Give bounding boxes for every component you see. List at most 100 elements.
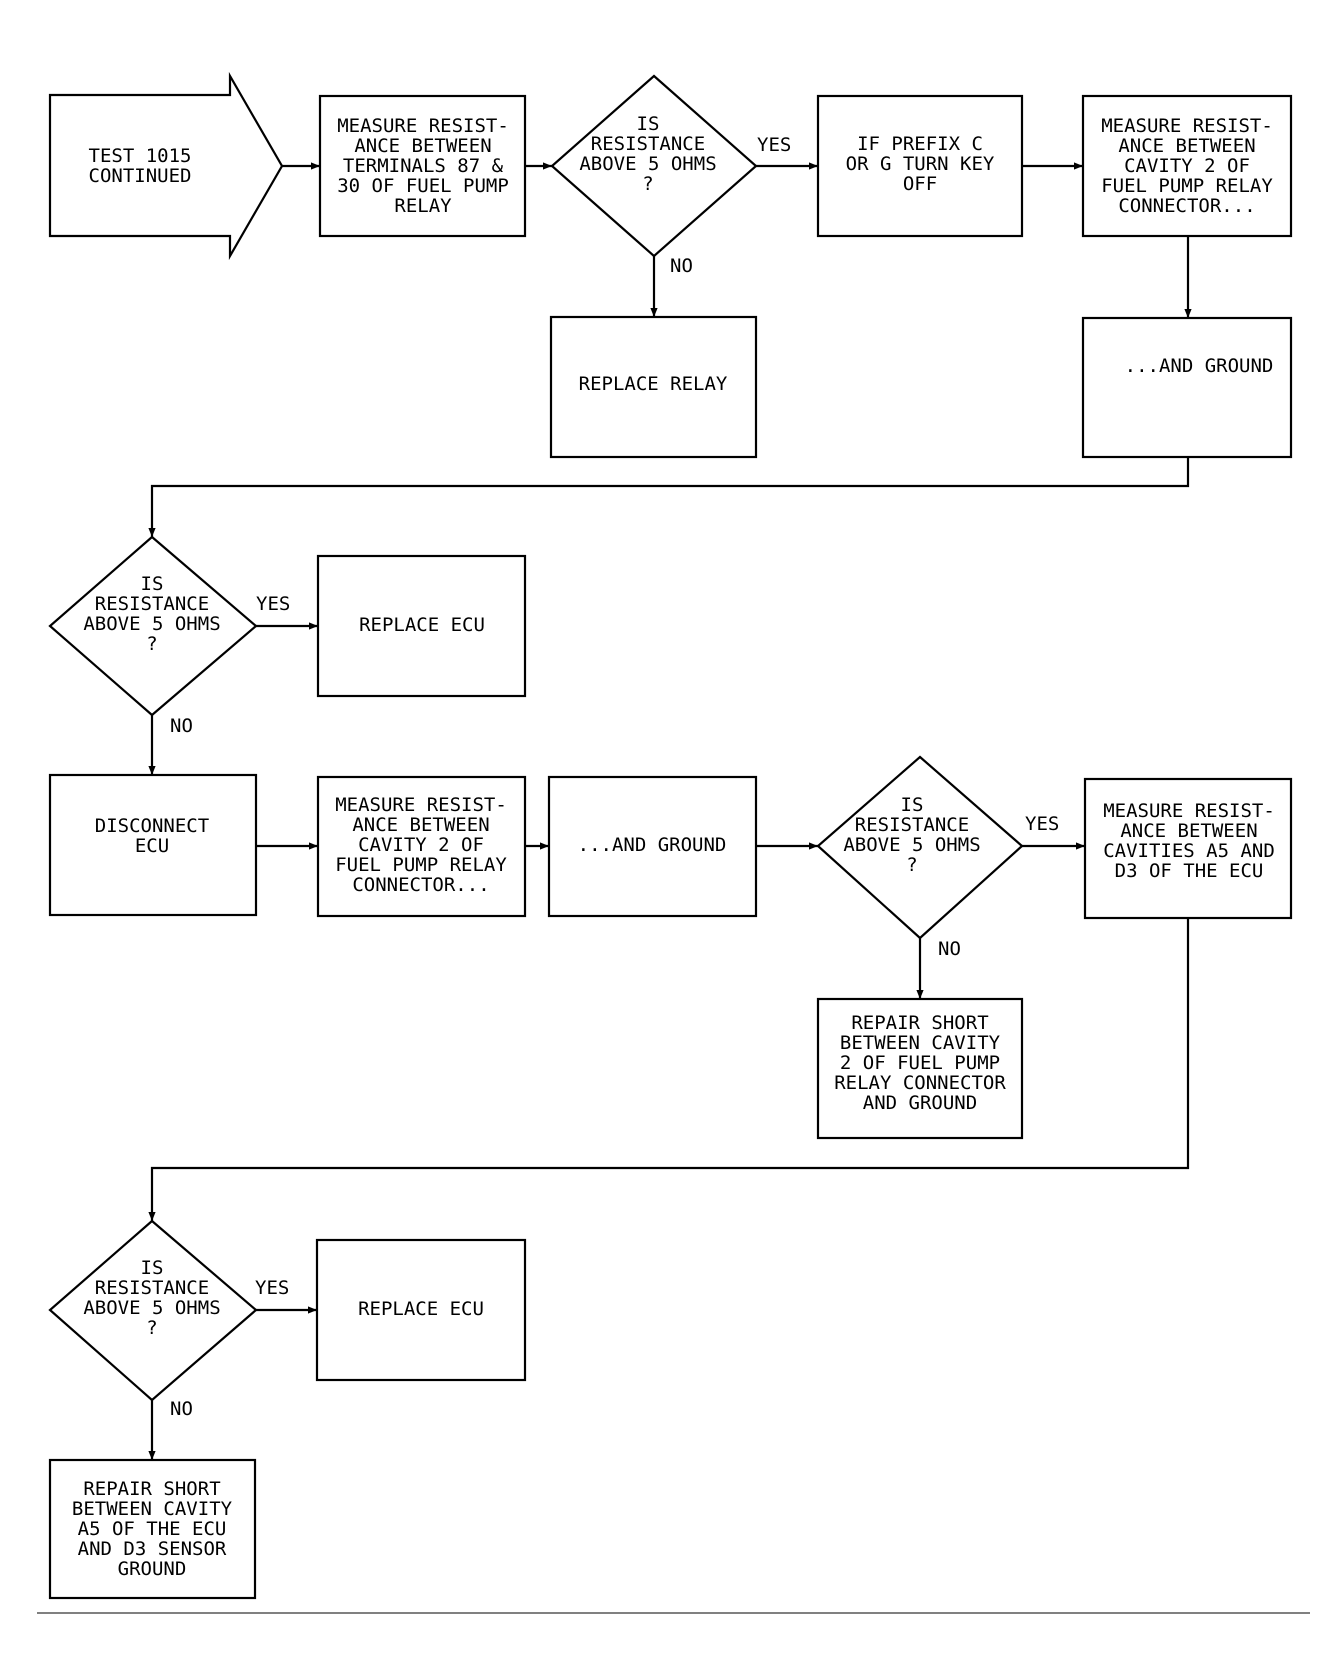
node-text-line: RESISTANCE	[95, 1277, 209, 1299]
node-prefix	[816, 94, 1024, 238]
node-text-line: REPLACE RELAY	[579, 373, 728, 395]
node-text-line: RESISTANCE	[855, 814, 969, 836]
edge-label-decision4-yes: YES	[255, 1277, 289, 1299]
node-text-line: FUEL PUMP RELAY	[335, 854, 507, 876]
node-text-line: TERMINALS 87 &	[343, 155, 504, 177]
node-text-line: ANCE BETWEEN	[1120, 820, 1257, 842]
node-text-line: BETWEEN CAVITY	[840, 1032, 1001, 1054]
node-text-line: IS	[637, 113, 660, 135]
node-text-line: 2 OF FUEL PUMP	[840, 1052, 1000, 1074]
node-disconnect	[48, 773, 258, 917]
node-text-line: MEASURE RESIST-	[1101, 115, 1273, 137]
edge-label-decision3-no: NO	[938, 938, 961, 960]
node-text-line: OFF	[903, 173, 937, 195]
node-text-line: BETWEEN CAVITY	[72, 1498, 233, 1520]
edge-label-decision1-yes: YES	[757, 134, 791, 156]
node-decision4	[48, 1219, 258, 1402]
node-text-line: CONNECTOR...	[352, 874, 489, 896]
node-text-line: RELAY	[394, 195, 452, 217]
node-text-line: ANCE BETWEEN	[1118, 135, 1255, 157]
node-ground2	[547, 775, 758, 918]
node-ground2-text: ...AND GROUND	[578, 834, 727, 856]
node-text-line: CONTINUED	[89, 165, 192, 187]
node-replace-relay-text: REPLACE RELAY	[579, 373, 728, 395]
edge-label-decision2-no: NO	[170, 715, 193, 737]
node-text-line: D3 OF THE ECU	[1115, 860, 1264, 882]
node-text-line: ...AND GROUND	[578, 834, 727, 856]
node-text-line: ?	[146, 633, 157, 655]
node-text-line: CONNECTOR...	[1118, 195, 1255, 217]
node-decision2	[48, 535, 258, 717]
edge-label-decision2-yes: YES	[256, 593, 290, 615]
node-text-line: ?	[906, 854, 917, 876]
node-text-line: RESISTANCE	[95, 593, 209, 615]
node-text-line: AND GROUND	[863, 1092, 977, 1114]
node-text-line: MEASURE RESIST-	[335, 794, 507, 816]
node-decision3	[816, 755, 1024, 940]
node-replace-ecu2-text: REPLACE ECU	[358, 1298, 484, 1320]
nodes	[48, 71, 1293, 1600]
node-measure3	[316, 775, 527, 918]
node-text-line: CAVITIES A5 AND	[1103, 840, 1275, 862]
node-text-line: RELAY CONNECTOR	[834, 1072, 1006, 1094]
node-text-line: ANCE BETWEEN	[354, 135, 491, 157]
node-text-line: ABOVE 5 OHMS	[579, 153, 716, 175]
node-measure2	[1081, 94, 1293, 238]
node-text-line: OR G TURN KEY	[846, 153, 995, 175]
node-text-line: MEASURE RESIST-	[337, 115, 509, 137]
edge-label-decision4-no: NO	[170, 1398, 193, 1420]
edge-label-decision3-yes: YES	[1025, 813, 1059, 835]
node-text-line: RESISTANCE	[591, 133, 705, 155]
node-text-line: REPAIR SHORT	[851, 1012, 988, 1034]
node-text-line: 30 OF FUEL PUMP	[337, 175, 509, 197]
node-replace-ecu1-text: REPLACE ECU	[359, 614, 485, 636]
node-text-line: ?	[642, 173, 653, 195]
node-text-line: REPLACE ECU	[358, 1298, 484, 1320]
edge-measure4-decision4	[148, 918, 1190, 1221]
node-text-line: REPAIR SHORT	[83, 1478, 220, 1500]
node-text-line: IS	[141, 573, 164, 595]
node-decision1	[550, 74, 758, 258]
node-text-line: ABOVE 5 OHMS	[83, 613, 220, 635]
node-replace-relay	[549, 315, 758, 459]
node-text-line: TEST 1015	[89, 145, 192, 167]
node-text-line: ...AND GROUND	[1125, 355, 1274, 377]
node-repair1	[816, 997, 1024, 1140]
node-text-line: IS	[141, 1257, 164, 1279]
node-text-line: DISCONNECT	[95, 815, 209, 837]
node-text-line: A5 OF THE ECU	[78, 1518, 227, 1540]
node-text-line: AND D3 SENSOR	[78, 1538, 227, 1560]
edge-label-decision1-no: NO	[670, 255, 693, 277]
node-text-line: ?	[146, 1317, 157, 1339]
node-repair2	[48, 1458, 257, 1600]
node-text-line: IF PREFIX C	[857, 133, 983, 155]
node-text-line: GROUND	[118, 1558, 187, 1580]
node-measure4	[1083, 777, 1293, 920]
node-replace-ecu2	[315, 1238, 527, 1382]
edge-ground1-decision2	[148, 457, 1190, 537]
node-text-line: FUEL PUMP RELAY	[1101, 175, 1273, 197]
node-text-line: ABOVE 5 OHMS	[83, 1297, 220, 1319]
node-ground1	[1081, 316, 1293, 459]
node-text-line: IS	[901, 794, 924, 816]
node-text-line: ABOVE 5 OHMS	[843, 834, 980, 856]
node-start-arrow	[48, 71, 284, 261]
node-text-line: ANCE BETWEEN	[352, 814, 489, 836]
node-ground1-text: ...AND GROUND	[1125, 355, 1274, 377]
node-text-line: REPLACE ECU	[359, 614, 485, 636]
node-text-line: ECU	[135, 835, 169, 857]
node-text-line: CAVITY 2 OF	[1124, 155, 1250, 177]
